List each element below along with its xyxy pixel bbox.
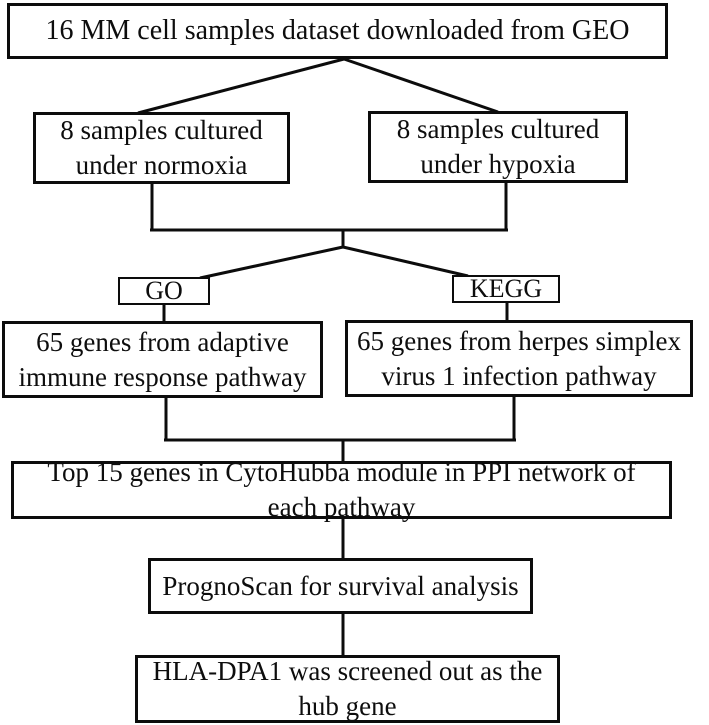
node-prognoscan-survival: PrognoScan for survival analysis	[148, 558, 533, 614]
node-adaptive-immune-genes-label: 65 genes from adaptive immune response p…	[18, 326, 307, 392]
node-herpes-simplex-genes-label: 65 genes from herpes simplex virus 1 inf…	[357, 325, 681, 391]
node-hla-dpa1-hub-gene-label: HLA-DPA1 was screened out as the hub gen…	[152, 656, 543, 721]
node-kegg-label: KEGG	[469, 274, 543, 304]
node-normoxia-samples: 8 samples cultured under normoxia	[33, 112, 290, 184]
node-cytohubba-top15-label: Top 15 genes in CytoHubba module in PPI …	[47, 457, 636, 522]
node-geo-dataset: 16 MM cell samples dataset downloaded fr…	[7, 3, 668, 59]
node-adaptive-immune-genes: 65 genes from adaptive immune response p…	[2, 321, 323, 398]
node-go: GO	[118, 276, 210, 306]
node-geo-dataset-label: 16 MM cell samples dataset downloaded fr…	[45, 15, 630, 47]
node-hla-dpa1-hub-gene: HLA-DPA1 was screened out as the hub gen…	[135, 655, 560, 723]
node-hypoxia-samples-label: 8 samples cultured under hypoxia	[396, 114, 600, 179]
connector-split-to-go	[199, 245, 344, 280]
node-hypoxia-samples: 8 samples cultured under hypoxia	[368, 111, 628, 183]
node-cytohubba-top15: Top 15 genes in CytoHubba module in PPI …	[11, 457, 672, 522]
connector-geo-to-normoxia	[137, 57, 345, 115]
connector-geo-to-hypoxia	[343, 57, 499, 114]
node-normoxia-samples-label: 8 samples cultured under normoxia	[60, 115, 263, 180]
node-herpes-simplex-genes: 65 genes from herpes simplex virus 1 inf…	[345, 320, 693, 397]
node-go-label: GO	[145, 276, 183, 306]
connector-split-to-kegg	[342, 245, 469, 278]
node-prognoscan-survival-label: PrognoScan for survival analysis	[162, 570, 519, 601]
node-kegg: KEGG	[452, 274, 560, 304]
